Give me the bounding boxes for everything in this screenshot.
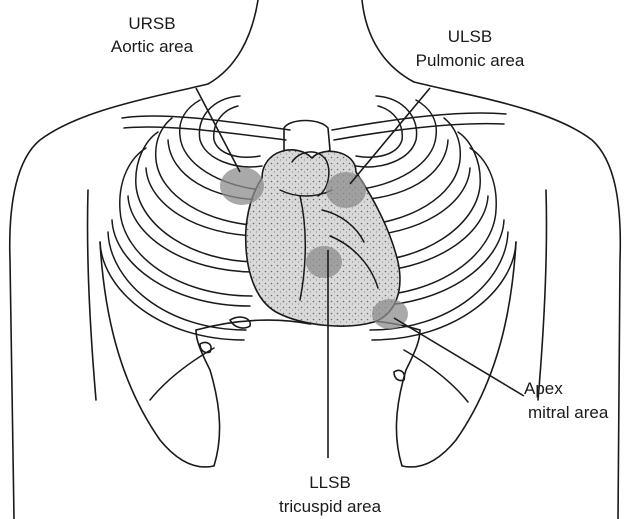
label-mitral: Apex mitral area (524, 379, 609, 422)
pulmonic-area-spot (326, 172, 366, 208)
pulmonic-label-line2: Pulmonic area (416, 51, 525, 70)
pulmonic-label-line1: ULSB (448, 27, 492, 46)
mitral-area-spot (372, 299, 408, 329)
aortic-label-line2: Aortic area (111, 37, 194, 56)
label-pulmonic: ULSB Pulmonic area (416, 27, 525, 70)
mitral-label-line1: Apex (524, 379, 563, 398)
tricuspid-area-spot (306, 246, 342, 278)
tricuspid-label-line2: tricuspid area (279, 497, 382, 516)
mitral-label-line2: mitral area (528, 403, 609, 422)
aortic-area-spot (220, 167, 264, 205)
label-aortic: URSB Aortic area (111, 14, 194, 56)
heart (246, 150, 400, 326)
aortic-label-line1: URSB (128, 14, 175, 33)
label-tricuspid: LLSB tricuspid area (279, 473, 382, 516)
ribs-right (100, 96, 266, 400)
tricuspid-label-line1: LLSB (309, 473, 351, 492)
